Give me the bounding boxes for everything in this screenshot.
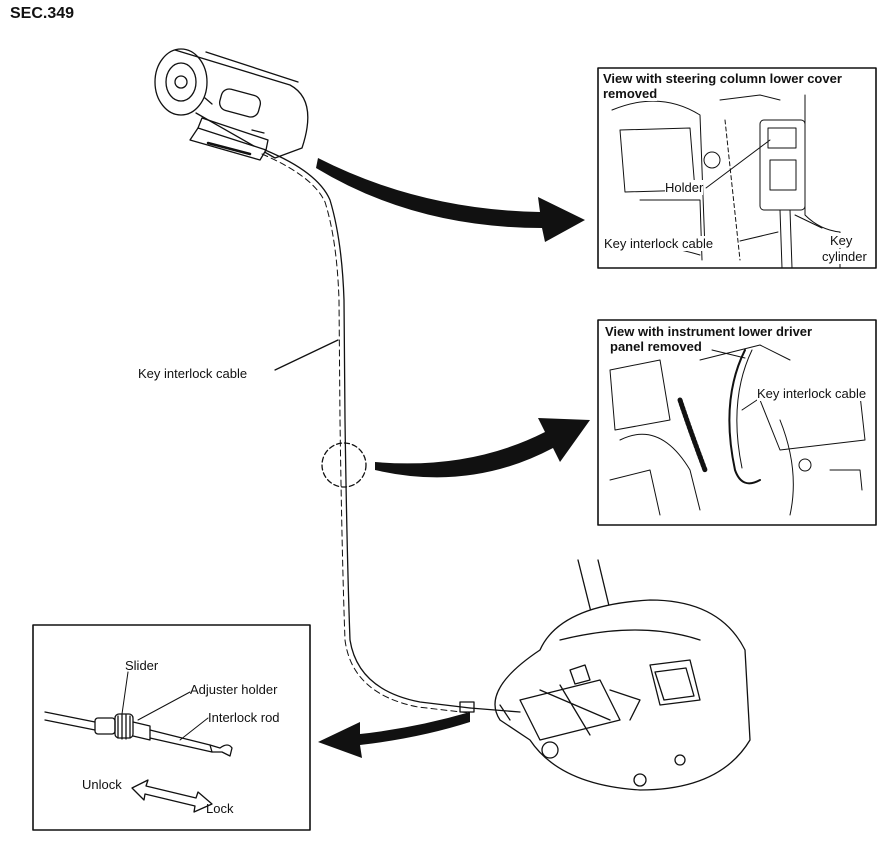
key-interlock-cable-panel-label: Key interlock cable	[757, 386, 867, 401]
key-interlock-cable	[261, 149, 471, 714]
adjuster-holder-label: Adjuster holder	[190, 682, 278, 697]
key-cylinder-label-line2: cylinder	[822, 249, 867, 264]
shifter-assembly	[459, 559, 751, 791]
interlock-rod-label: Interlock rod	[208, 710, 280, 725]
steering-view-title-line1: View with steering column lower cover	[603, 71, 842, 86]
unlock-lock-arrow	[131, 779, 213, 813]
panel-view-title-line1: View with instrument lower driver	[605, 324, 813, 339]
lock-label: Lock	[206, 801, 234, 816]
holder-label: Holder	[665, 180, 704, 195]
arrow-to-steering-view	[316, 158, 585, 242]
key-interlock-cable-label: Key interlock cable	[138, 366, 248, 381]
steering-column-view	[597, 67, 877, 269]
adjuster-detail-view	[32, 624, 311, 831]
cable-leader-line	[274, 339, 339, 371]
slider-label: Slider	[125, 658, 159, 673]
key-cylinder-assembly	[154, 48, 309, 161]
instrument-panel-view	[597, 319, 877, 526]
panel-view-title-line2: panel removed	[610, 339, 702, 354]
arrow-to-panel-view	[375, 418, 590, 478]
key-cylinder-label-line1: Key	[830, 233, 853, 248]
unlock-label: Unlock	[82, 777, 122, 792]
steering-view-title-line2: removed	[603, 86, 658, 101]
arrow-to-shifter-view	[318, 712, 470, 758]
key-interlock-cable-steering-label: Key interlock cable	[604, 236, 714, 251]
section-number: SEC.349	[10, 5, 75, 22]
